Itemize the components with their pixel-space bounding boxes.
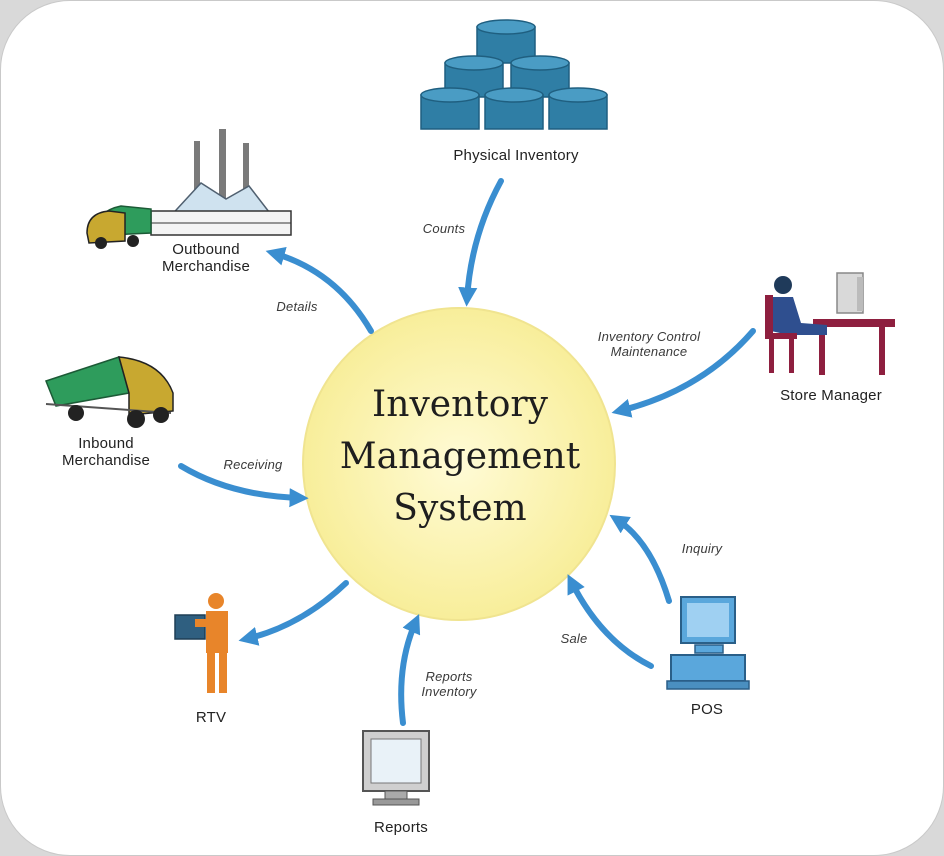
arrow-pos-sale-to-hub [567,574,654,669]
label-rtv: RTV [195,709,227,726]
arrow-manager-to-hub [611,328,756,418]
factory-icon [150,129,292,236]
edge-label-reports-inventory: Reports Inventory [401,669,497,699]
reports-monitor-icon [362,730,430,806]
hub-line-1: Inventory [372,384,548,425]
edge-label-inquiry: Inquiry [681,541,723,556]
hub-line-3: System [393,488,527,529]
edge-label-counts: Counts [422,221,466,236]
label-inbound: Inbound Merchandise [31,435,181,469]
edge-label-reports-inventory-line-2: Inventory [421,684,477,699]
hub-circle [302,307,616,621]
edge-label-receiving: Receiving [223,457,283,472]
arrow-hub-to-outbound [265,246,374,334]
label-inbound-line-2: Merchandise [61,452,151,469]
label-outbound: Outbound Merchandise [131,241,281,275]
edge-label-inventory-control-line-1: Inventory Control [597,329,701,344]
arrow-physical-to-hub [458,178,504,307]
outbound-truck-icon [86,205,152,249]
hub-title: Inventory Management System [301,379,619,535]
arrow-inbound-to-hub [178,463,309,508]
label-physical-inventory: Physical Inventory [453,147,579,164]
arrow-hub-to-rtv [238,580,349,646]
label-pos: POS [690,701,724,718]
label-store-manager: Store Manager [780,387,882,404]
hub-line-2: Management [339,436,581,477]
label-reports: Reports [374,819,428,836]
store-manager-icon [765,272,895,375]
rtv-person-icon [174,593,228,693]
edge-label-inventory-control: Inventory Control Maintenance [567,329,731,359]
label-inbound-line-1: Inbound [78,435,134,452]
edge-label-inventory-control-line-2: Maintenance [610,344,688,359]
label-outbound-line-2: Merchandise [161,258,251,275]
label-outbound-line-1: Outbound [172,241,240,258]
arrow-pos-inquiry-to-hub [609,514,672,604]
edge-label-details: Details [276,299,318,314]
arrow-reports-to-hub [398,613,421,726]
edge-label-sale: Sale [560,631,588,646]
database-stack-icon [420,19,608,130]
pos-terminal-icon [666,596,750,690]
inbound-truck-icon [45,356,174,428]
edge-label-reports-inventory-line-1: Reports [425,669,473,684]
